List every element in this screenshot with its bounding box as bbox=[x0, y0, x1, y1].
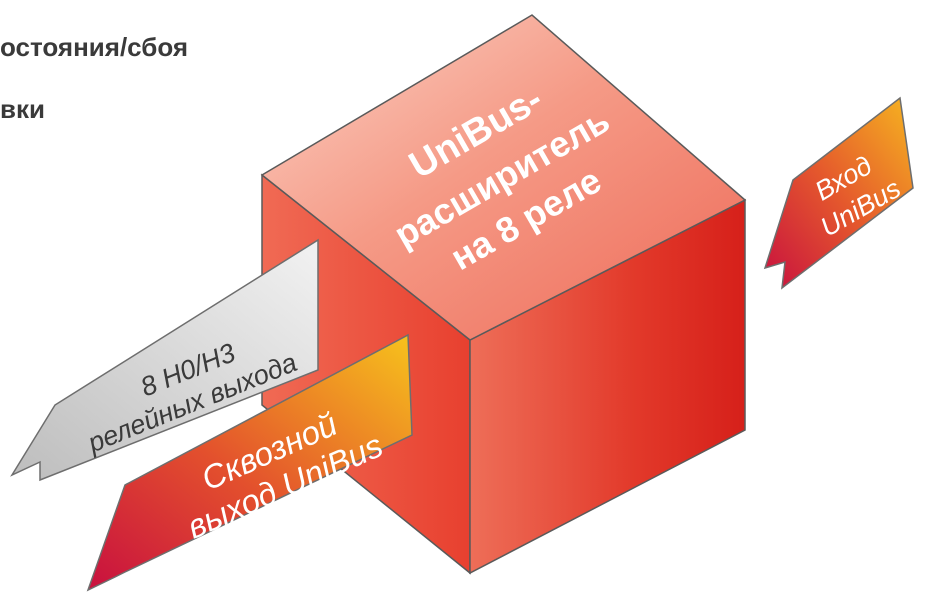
through-output-arrow bbox=[86, 333, 413, 592]
header-line-2: вки bbox=[0, 94, 45, 124]
header-line-1: остояния/сбоя bbox=[0, 32, 189, 62]
input-arrow bbox=[763, 96, 914, 290]
cube-top-face bbox=[260, 14, 747, 341]
relay-output-arrow bbox=[10, 238, 319, 482]
